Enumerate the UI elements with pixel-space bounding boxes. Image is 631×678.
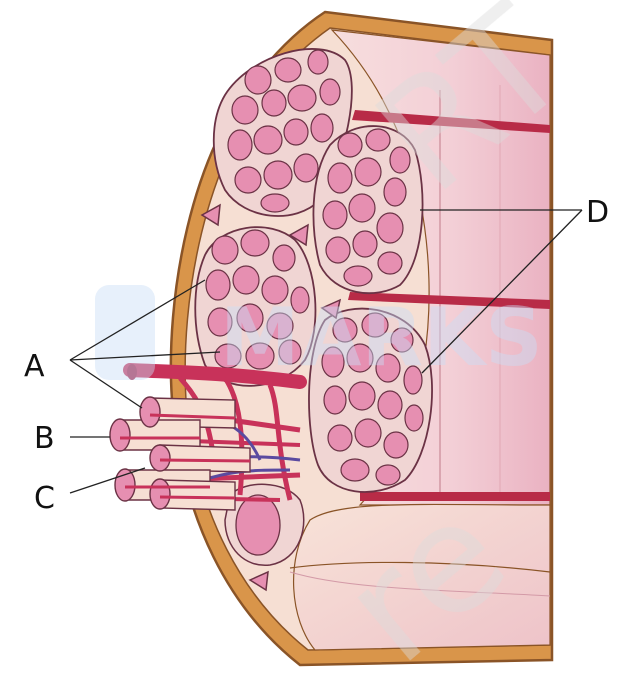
watermark-top-text: MARKS bbox=[220, 291, 543, 384]
muscle-longitudinal-view bbox=[330, 29, 551, 506]
fascicle-middle-left bbox=[194, 226, 317, 387]
label-a: A bbox=[24, 349, 45, 384]
fascicle-lower-right bbox=[308, 307, 433, 493]
label-leader-lines bbox=[69, 209, 583, 494]
label-c: C bbox=[34, 481, 55, 516]
connective-tissue-triangles bbox=[200, 203, 342, 592]
label-d: D bbox=[586, 195, 609, 230]
muscle-lower-section bbox=[292, 503, 551, 651]
fascicle-upper-right bbox=[312, 125, 424, 295]
pulled-out-fibres bbox=[109, 396, 251, 511]
label-b: B bbox=[34, 421, 55, 456]
